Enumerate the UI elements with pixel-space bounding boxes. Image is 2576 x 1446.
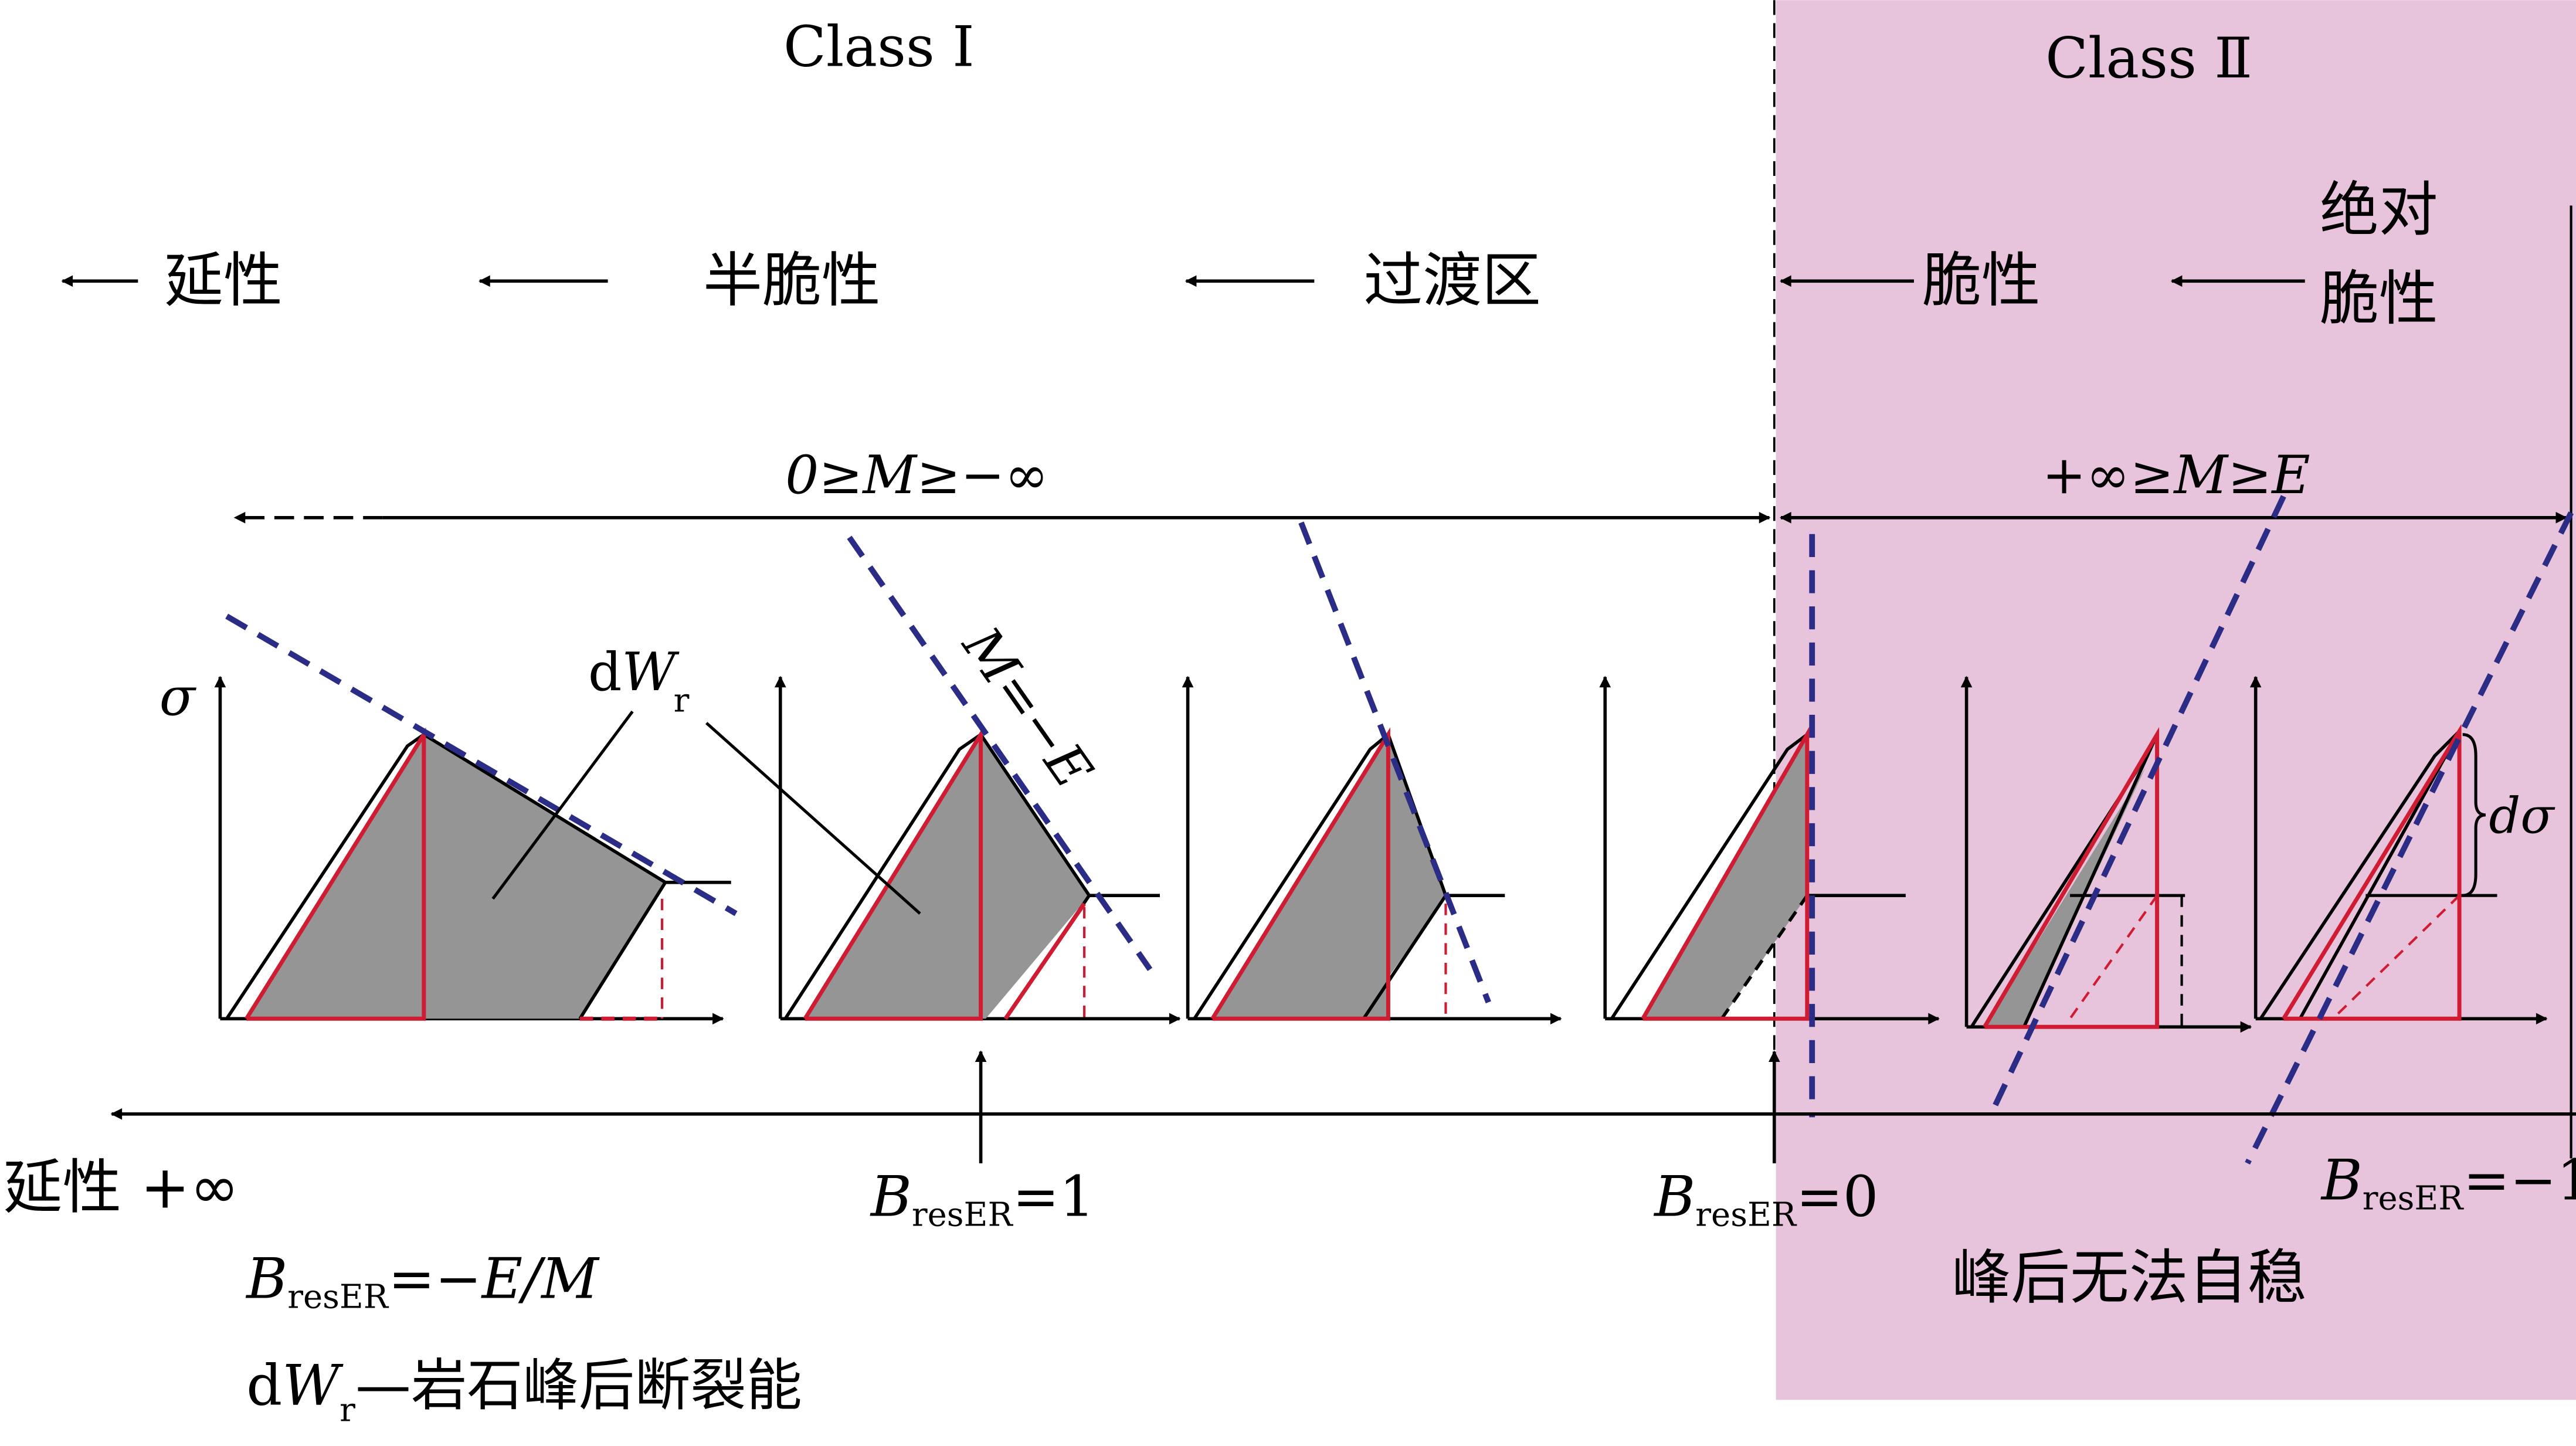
b-formula: BresER=−E/M [245, 1247, 600, 1316]
dwr-d: d [588, 642, 622, 703]
panel-2-fracture-energy-area [805, 734, 1090, 1019]
b1-val: =1 [1013, 1165, 1095, 1229]
bm1-val: =−1 [2463, 1148, 2576, 1213]
panel-2-red-residual [1003, 902, 1086, 1020]
b-equals-0-label: BresER=0 [1653, 1165, 1878, 1234]
dwr-subscript: r [674, 681, 690, 719]
panel-3-red-outline [1210, 727, 1390, 1021]
panel-1-fracture-energy-area [246, 734, 666, 1019]
b1-base: B [870, 1165, 912, 1229]
panel-4-red-outline [1641, 727, 1810, 1021]
b-equals-minus-1-label: BresER=−1 [2320, 1148, 2576, 1217]
ductile-infinity-label: 延性 +∞ [4, 1152, 239, 1221]
panel-6-red-dashed [2331, 894, 2460, 1020]
dwr-definition: dWr—岩石峰后断裂能 [246, 1354, 802, 1430]
panel-3-unloading [1362, 894, 1447, 1020]
panel-2-slope-line [847, 535, 1153, 972]
panel-1-red-outline [245, 727, 426, 1021]
panel-1-unloading [578, 881, 667, 1020]
panel-3-fracture-energy-area [1212, 734, 1446, 1019]
formula-sub: resER [287, 1278, 389, 1316]
label-absolute-line1: 绝对 [2320, 175, 2438, 245]
bm1-base: B [2320, 1148, 2363, 1213]
def-w: W [282, 1354, 344, 1418]
def-r: r [340, 1391, 355, 1430]
panel-5-red-outline [1983, 727, 2160, 1029]
panel-6-slope-line [2245, 511, 2574, 1165]
class1-m-range: 0≥M≥−∞ [785, 445, 1048, 506]
class2-title: Class Ⅱ [2045, 26, 2252, 91]
b-equals-1-label: BresER=1 [870, 1165, 1095, 1234]
class2-m-range: +∞≥M≥E [2042, 445, 2310, 506]
panel-2-red-outline [803, 727, 983, 1021]
panel-1-slope-line [225, 613, 738, 917]
dwr-pointer-1 [491, 710, 634, 900]
panel-3-slope-line [1298, 521, 1491, 1004]
dwr-w: W [622, 642, 680, 703]
formula-rest: =−E/M [388, 1247, 600, 1312]
class2-note: 峰后无法自稳 [1951, 1243, 2306, 1312]
formula-base: B [245, 1247, 287, 1312]
panel-5-brittle [1960, 495, 2286, 1115]
panel-4-unloading [1720, 894, 1809, 1020]
sigma-label: σ [159, 667, 197, 728]
b0-val: =0 [1796, 1165, 1878, 1229]
panel-2-semi-brittle [774, 535, 1181, 1025]
dsigma-brace [2462, 733, 2486, 897]
label-transition: 过渡区 [1363, 246, 1541, 315]
panel-3-transition [1182, 521, 1562, 1025]
def-d: d [246, 1354, 282, 1418]
panel-6-red-outline [2282, 724, 2462, 1021]
panel-5-red-dashed [2069, 894, 2158, 1020]
dwr-label: dW [588, 642, 680, 703]
panel-5-slope-line [1988, 495, 2286, 1115]
label-brittle: 脆性 [1922, 246, 2041, 315]
class2-region [1776, 0, 2576, 1400]
b0-base: B [1653, 1165, 1695, 1229]
class1-title: Class Ⅰ [783, 15, 975, 79]
dwr-pointer-2 [705, 722, 921, 915]
label-semi-brittle: 半脆性 [703, 246, 881, 315]
panel-4-zero [1599, 534, 1940, 1118]
panel-5-unloading [2022, 734, 2159, 1028]
panel-6-absolute-brittle [2245, 511, 2574, 1165]
panel-6-unloading [2298, 730, 2461, 1020]
label-absolute-line2: 脆性 [2320, 264, 2438, 333]
dsigma-label: dσ [2489, 788, 2556, 845]
panel-1-ductile [214, 613, 738, 1025]
panel-6-stress-strain-curve [2259, 730, 2461, 1020]
bm1-sub: resER [2363, 1179, 2465, 1217]
panel-4-stress-strain-curve [1610, 733, 1808, 1020]
def-text: —岩石峰后断裂能 [355, 1354, 802, 1418]
b0-sub: resER [1695, 1196, 1797, 1234]
label-ductile: 延性 [164, 246, 283, 315]
b1-sub: resER [912, 1196, 1014, 1234]
